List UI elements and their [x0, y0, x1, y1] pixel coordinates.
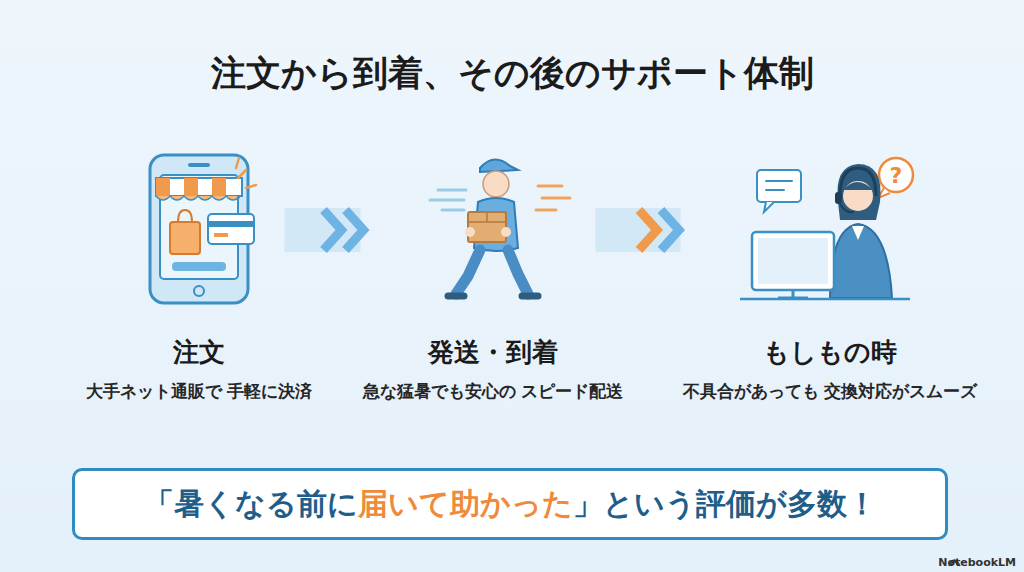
arrow-head — [661, 210, 679, 250]
step-description: 大手ネット通販で 手軽に決済 — [74, 378, 325, 405]
process-step: 発送・到着急な猛暑でも安心の スピード配送 — [351, 150, 636, 405]
process-step: 注文大手ネット通販で 手軽に決済 — [74, 150, 325, 405]
question-mark: ? — [890, 163, 903, 188]
flow-band — [595, 208, 680, 252]
step-heading: もしもの時 — [671, 336, 990, 370]
step-heading: 注文 — [74, 336, 325, 370]
smartphone-icon — [150, 155, 256, 303]
flow-arrow — [284, 210, 363, 250]
support-operator-icon — [740, 158, 913, 299]
step-description: 不具合があっても 交換対応がスムーズ — [671, 378, 990, 405]
delivery-person-icon — [430, 159, 570, 296]
diagram-title: 注文から到着、その後のサポート体制 — [0, 50, 1024, 97]
arrow-head — [323, 210, 341, 250]
process-step: もしもの時不具合があっても 交換対応がスムーズ — [671, 150, 990, 405]
step-description: 急な猛暑でも安心の スピード配送 — [351, 378, 636, 405]
arrow-head — [345, 210, 363, 250]
watermark: NotebookLM — [938, 556, 1016, 569]
summary-banner: 「暑くなる前に届いて助かった」という評価が多数！ — [72, 468, 948, 540]
arrow-head — [639, 210, 657, 250]
step-heading: 「暑くなる前に届いて助かった」という評価が多数！ — [91, 483, 929, 525]
flow-arrow — [595, 210, 680, 250]
step-heading: 発送・到着 — [351, 336, 636, 370]
